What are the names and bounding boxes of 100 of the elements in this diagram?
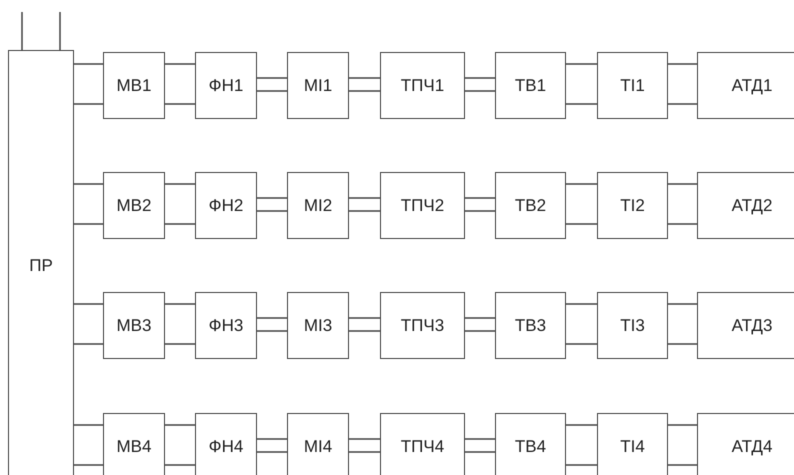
- connector-line: [257, 197, 287, 199]
- block-box: [195, 292, 257, 359]
- connector-line: [59, 12, 61, 50]
- connector-line: [465, 77, 495, 79]
- block-box: [287, 52, 349, 119]
- block-box: [195, 52, 257, 119]
- connector-line: [257, 210, 287, 212]
- connector-line: [566, 343, 597, 345]
- block-box: [287, 413, 349, 475]
- connector-line: [465, 210, 495, 212]
- connector-line: [566, 303, 597, 305]
- block-label: ТПЧ3: [400, 316, 444, 336]
- block-box: [597, 172, 668, 239]
- connector-line: [165, 303, 195, 305]
- block-box: [287, 172, 349, 239]
- block-label: ТПЧ1: [400, 76, 444, 96]
- connector-line: [349, 451, 380, 453]
- block-box: [103, 172, 165, 239]
- connector-line: [349, 317, 380, 319]
- block-label: ТВ2: [514, 196, 546, 216]
- block-box: [697, 292, 794, 359]
- connector-line: [74, 424, 103, 426]
- block-label: ФН3: [208, 316, 244, 336]
- block-label: МІ2: [304, 196, 332, 216]
- block-box: [697, 172, 794, 239]
- block-label: ТВ4: [514, 436, 546, 456]
- block-label: ФН2: [208, 196, 244, 216]
- block-box: [103, 52, 165, 119]
- block-box: [597, 413, 668, 475]
- connector-line: [165, 63, 195, 65]
- connector-line: [165, 183, 195, 185]
- block-box: [597, 52, 668, 119]
- connector-line: [668, 464, 697, 466]
- block-label: ТІ1: [620, 76, 645, 96]
- connector-line: [566, 424, 597, 426]
- connector-line: [465, 317, 495, 319]
- block-box: [380, 292, 465, 359]
- block-label: ФН1: [208, 76, 244, 96]
- connector-line: [165, 424, 195, 426]
- block-label: ТПЧ4: [400, 436, 444, 456]
- connector-line: [74, 343, 103, 345]
- connector-line: [257, 330, 287, 332]
- block-label: МВ3: [116, 316, 152, 336]
- block-box: [495, 413, 566, 475]
- connector-line: [668, 63, 697, 65]
- block-label: ФН4: [208, 436, 244, 456]
- block-box: [195, 413, 257, 475]
- block-box: [380, 413, 465, 475]
- block-box: [697, 52, 794, 119]
- connector-line: [465, 330, 495, 332]
- connector-line: [349, 210, 380, 212]
- block-label: ТВ1: [514, 76, 546, 96]
- connector-line: [21, 12, 23, 50]
- connector-line: [465, 197, 495, 199]
- block-label: ТІ4: [620, 436, 645, 456]
- block-box: [195, 172, 257, 239]
- connector-line: [74, 303, 103, 305]
- block-label: МІ4: [304, 436, 332, 456]
- connector-line: [566, 223, 597, 225]
- connector-line: [349, 330, 380, 332]
- block-box: [495, 292, 566, 359]
- connector-line: [566, 63, 597, 65]
- block-label: МВ2: [116, 196, 152, 216]
- block-box: [103, 413, 165, 475]
- connector-line: [668, 103, 697, 105]
- connector-line: [165, 223, 195, 225]
- connector-line: [465, 438, 495, 440]
- block-label: ТПЧ2: [400, 196, 444, 216]
- connector-line: [668, 223, 697, 225]
- block-label: ПР: [29, 256, 53, 276]
- connector-line: [257, 451, 287, 453]
- connector-line: [257, 90, 287, 92]
- connector-line: [566, 464, 597, 466]
- block-box: [495, 52, 566, 119]
- connector-line: [165, 103, 195, 105]
- connector-line: [74, 464, 103, 466]
- connector-line: [257, 317, 287, 319]
- block-label: АТД2: [732, 196, 772, 216]
- connector-line: [465, 90, 495, 92]
- block-box: [380, 52, 465, 119]
- block-box: [495, 172, 566, 239]
- block-box: [287, 292, 349, 359]
- block-label: МВ4: [116, 436, 152, 456]
- block-box: [103, 292, 165, 359]
- connector-line: [668, 424, 697, 426]
- connector-line: [566, 103, 597, 105]
- block-label: МІ1: [304, 76, 332, 96]
- connector-line: [165, 464, 195, 466]
- connector-line: [74, 103, 103, 105]
- block-box: [697, 413, 794, 475]
- block-label: МІ3: [304, 316, 332, 336]
- block-label: МВ1: [116, 76, 152, 96]
- block-label: АТД4: [732, 436, 772, 456]
- block-label: ТІ2: [620, 196, 645, 216]
- connector-line: [74, 223, 103, 225]
- connector-line: [257, 77, 287, 79]
- connector-line: [349, 90, 380, 92]
- connector-line: [668, 303, 697, 305]
- connector-line: [566, 183, 597, 185]
- connector-line: [668, 343, 697, 345]
